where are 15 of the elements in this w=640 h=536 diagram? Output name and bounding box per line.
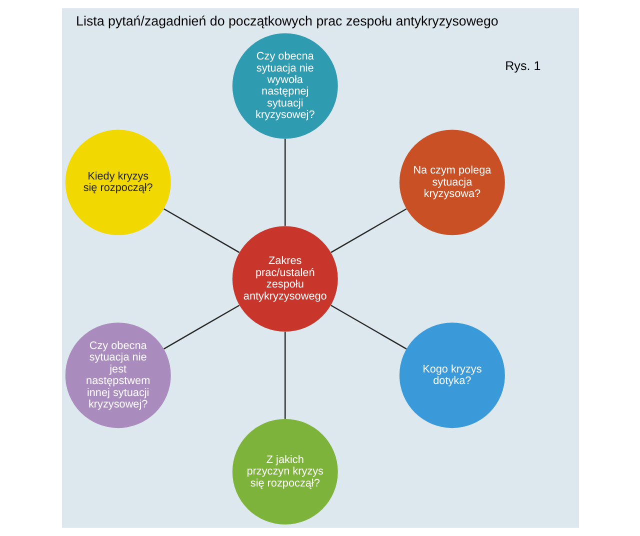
connector [330, 208, 406, 253]
node-circle: Zakres prac/ustaleń zespołu antykryzysowego [232, 226, 338, 332]
connector [330, 304, 406, 350]
connector [163, 304, 240, 350]
node-circle: Na czym polega sytuacja kryzysowa? [398, 130, 504, 236]
connector [163, 208, 240, 253]
node-circle: Czy obecna sytuacja nie wywoła następnej sytuacji kryzysowej? [232, 33, 338, 139]
node-circle: Z jakich przyczyn kryzys się rozpoczął? [232, 419, 338, 525]
connector [284, 332, 286, 419]
diagram-title: Lista pytań/zagadnień do początkowych prac zespołu antykryzysowego [76, 14, 498, 29]
label: Rys. 1 [504, 59, 540, 73]
node-circle: Kiedy kryzys się rozpoczął? [64, 130, 170, 236]
node-circle: Kogo kryzys dotyka? [398, 322, 504, 428]
connector [284, 138, 286, 226]
node-circle: Czy obecna sytuacja nie jest następstwem innej sytuacji kryzysowej? [64, 322, 170, 428]
